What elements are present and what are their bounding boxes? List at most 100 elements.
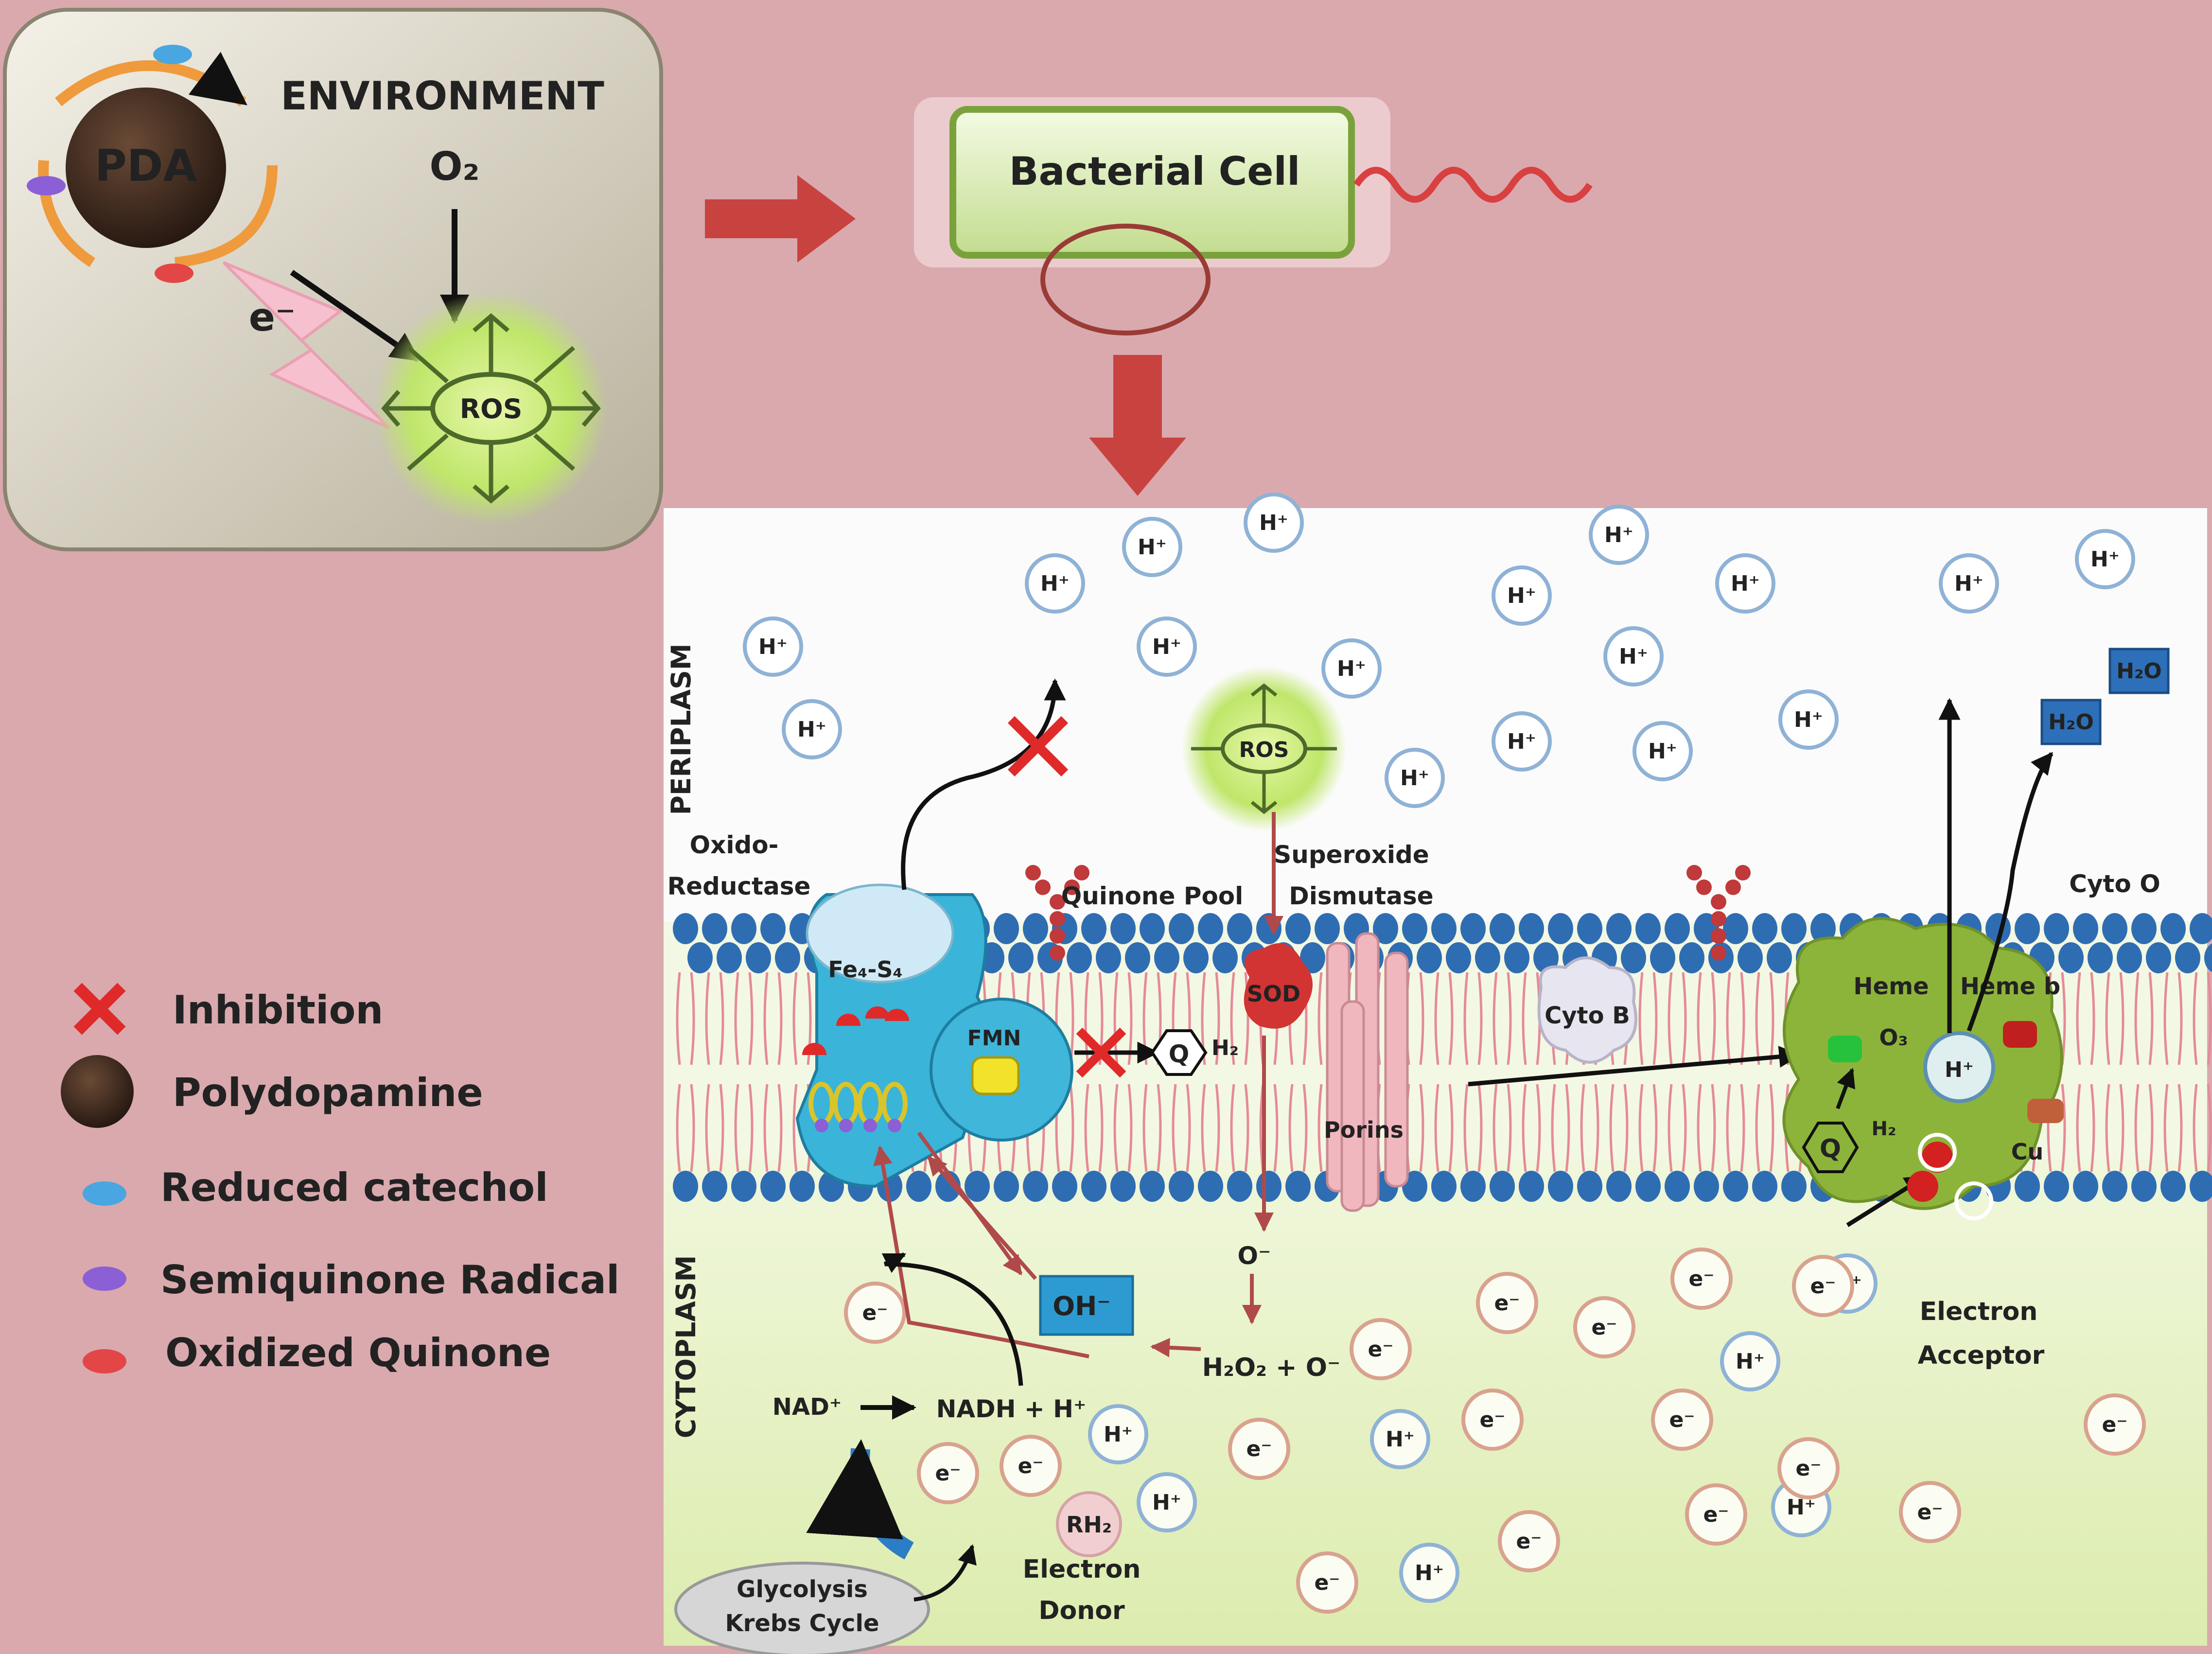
pda-label: PDA bbox=[95, 141, 197, 192]
electron-bubble bbox=[1228, 1418, 1290, 1480]
electron-label: e⁻ bbox=[1703, 1502, 1729, 1527]
cyto-o-label: Cyto O bbox=[2069, 870, 2160, 898]
electron-bubble bbox=[1000, 1435, 1062, 1497]
rh2-label: RH₂ bbox=[1066, 1512, 1112, 1538]
o-minus-label: O⁻ bbox=[1238, 1242, 1271, 1270]
electron-label: e⁻ bbox=[2102, 1412, 2127, 1437]
inhibition-mark-2 bbox=[1076, 1027, 1126, 1078]
quinone-pill bbox=[155, 264, 193, 283]
electron-bubble bbox=[1792, 1255, 1854, 1317]
cycle-arrow bbox=[806, 1439, 914, 1560]
semiquinone-pill bbox=[27, 176, 66, 195]
electron-label: e⁻ bbox=[249, 295, 296, 340]
proton-label: H⁺ bbox=[1619, 644, 1648, 669]
proton-bubble bbox=[743, 616, 803, 677]
proton-label: H⁺ bbox=[1104, 1422, 1133, 1447]
legend-inhibition: Inhibition bbox=[173, 987, 383, 1033]
proton-bubble bbox=[1025, 553, 1085, 614]
proton-bubble bbox=[1137, 616, 1197, 677]
oxido-label-2: Reductase bbox=[667, 872, 811, 900]
donor-label-2: Donor bbox=[1038, 1596, 1125, 1625]
fmn-cluster bbox=[971, 1056, 1020, 1095]
electron-bubble bbox=[1498, 1510, 1560, 1572]
semiquinone-legend-icon bbox=[83, 1267, 126, 1291]
cyto-b-protein bbox=[1537, 956, 1637, 1064]
electron-label: e⁻ bbox=[1516, 1529, 1542, 1554]
legend-polydopamine: Polydopamine bbox=[173, 1070, 483, 1115]
proton-label: H⁺ bbox=[1152, 1490, 1181, 1515]
pda-particle bbox=[66, 88, 226, 248]
h2o2-label: H₂O₂ + O⁻ bbox=[1202, 1353, 1341, 1382]
polydopamine-icon bbox=[61, 1055, 134, 1128]
periplasm-label: PERIPLASM bbox=[666, 644, 697, 815]
proton-bubble bbox=[1321, 638, 1382, 699]
glycolysis-ellipse bbox=[674, 1562, 930, 1654]
proton-bubble bbox=[1399, 1543, 1459, 1603]
proton-bubble bbox=[1603, 626, 1664, 686]
catechol-legend-icon bbox=[83, 1181, 126, 1206]
quinone-antenna-2 bbox=[1686, 865, 1751, 961]
proton-bubble bbox=[1244, 493, 1304, 553]
proton-bubble bbox=[1122, 517, 1182, 577]
bacterial-cell: Bacterial Cell bbox=[914, 97, 1593, 335]
quinone-pool-label: Quinone Pool bbox=[1061, 882, 1244, 910]
sod-protein bbox=[1244, 943, 1313, 1029]
electron-label: e⁻ bbox=[1479, 1408, 1505, 1432]
electron-label: e⁻ bbox=[1494, 1291, 1520, 1316]
oh-minus-box bbox=[1039, 1275, 1134, 1336]
legend-reduced-catechol: Reduced catechol bbox=[160, 1165, 548, 1210]
rh2-molecule bbox=[1056, 1491, 1122, 1557]
proton-label: H⁺ bbox=[1415, 1561, 1444, 1585]
proton-label: H⁺ bbox=[1507, 729, 1536, 754]
electron-label: e⁻ bbox=[1314, 1570, 1340, 1595]
catechol-pill bbox=[153, 45, 192, 64]
electron-bubble bbox=[1899, 1481, 1961, 1543]
o3-label: O₃ bbox=[1879, 1024, 1908, 1051]
svg-text:H₂O: H₂O bbox=[2116, 659, 2162, 684]
porins-label: Porins bbox=[1324, 1117, 1404, 1143]
electron-bubble bbox=[1476, 1272, 1538, 1334]
ros-label: ROS bbox=[460, 393, 523, 424]
heme-label: Heme bbox=[1853, 973, 1929, 1000]
proton-label: H⁺ bbox=[1736, 1349, 1765, 1374]
electron-label: e⁻ bbox=[1795, 1456, 1821, 1481]
electron-bubble bbox=[917, 1442, 979, 1504]
electron-bubble bbox=[844, 1282, 906, 1344]
proton-bubble bbox=[1633, 721, 1693, 781]
electron-bubble bbox=[1296, 1551, 1358, 1614]
heme-b-label: Heme b bbox=[1960, 973, 2060, 1000]
inhibition-mark-1 bbox=[1007, 716, 1069, 777]
sod-protein-label: SOD bbox=[1247, 981, 1300, 1007]
proton-label: H⁺ bbox=[1337, 656, 1366, 681]
quinone-hexagon-2 bbox=[1802, 1122, 1859, 1173]
heme-o3-cluster bbox=[1828, 1036, 1862, 1062]
flagellum bbox=[1353, 167, 1593, 203]
glycolysis-label: Glycolysis bbox=[737, 1576, 868, 1603]
proton-label: H⁺ bbox=[1259, 510, 1288, 535]
legend-oxidized-quinone: Oxidized Quinone bbox=[165, 1330, 551, 1375]
q-label-1: Q bbox=[1169, 1040, 1190, 1068]
q-label-2: Q bbox=[1820, 1134, 1841, 1163]
legend-semiquinone: Semiquinone Radical bbox=[160, 1257, 619, 1302]
proton-label: H⁺ bbox=[1152, 634, 1181, 659]
o2-label: O₂ bbox=[429, 144, 479, 189]
krebs-label: Krebs Cycle bbox=[725, 1610, 879, 1637]
cytoplasm-label: CYTOPLASM bbox=[670, 1255, 702, 1439]
proton-label: H⁺ bbox=[1040, 571, 1070, 596]
proton-label: H⁺ bbox=[1138, 535, 1167, 560]
flow-arrow-down bbox=[1089, 355, 1186, 496]
sod-label-2: Dismutase bbox=[1289, 882, 1433, 910]
electron-bubble bbox=[1573, 1296, 1635, 1358]
donor-label-1: Electron bbox=[1023, 1555, 1141, 1584]
quinone-legend-icon bbox=[83, 1349, 126, 1373]
proton-bubble bbox=[1385, 748, 1445, 808]
electron-label: e⁻ bbox=[1810, 1274, 1836, 1299]
oxido-label-1: Oxido- bbox=[690, 831, 779, 859]
fe4s4-label: Fe₄-S₄ bbox=[828, 956, 902, 983]
acceptor-label-2: Acceptor bbox=[1918, 1341, 2045, 1370]
cu-cluster bbox=[2027, 1099, 2064, 1123]
proton-layer: H⁺H⁺H⁺H⁺H⁺H⁺H⁺H⁺H⁺H⁺H⁺H⁺H⁺H⁺H⁺H⁺H⁺H⁺H⁺H⁺… bbox=[743, 493, 2135, 1603]
electron-label: e⁻ bbox=[1688, 1267, 1714, 1291]
quinone-hexagon-1 bbox=[1150, 1029, 1208, 1076]
environment-label: ENVIRONMENT bbox=[281, 73, 604, 119]
